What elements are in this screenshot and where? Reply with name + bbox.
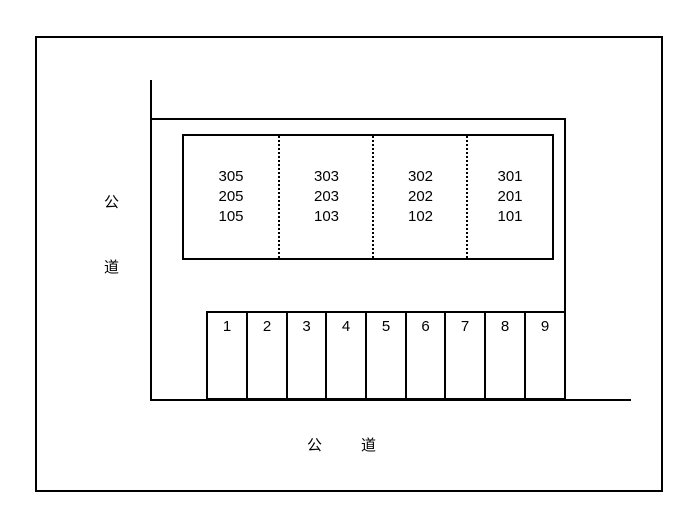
- unit-column: 305 205 105: [184, 136, 278, 258]
- unit-number: 203: [313, 188, 340, 205]
- diagram-frame: [35, 36, 663, 492]
- unit-column: 301 201 101: [468, 136, 552, 258]
- parking-slot-number: 1: [222, 318, 232, 335]
- parking-slot: 3: [286, 311, 327, 400]
- site-boundary-top: [150, 118, 566, 120]
- unit-number: 102: [407, 208, 434, 225]
- parking-slot-number: 6: [421, 318, 430, 335]
- unit-divider: [372, 136, 374, 258]
- unit-number: 103: [313, 208, 340, 225]
- parking-slot-number: 9: [540, 318, 550, 335]
- left-road-label-char2: 道: [104, 258, 120, 276]
- left-road-label-char1: 公: [104, 193, 120, 211]
- unit-number: 202: [407, 188, 434, 205]
- unit-number: 303: [313, 168, 340, 185]
- parking-slot-number: 4: [341, 318, 351, 335]
- unit-divider: [278, 136, 280, 258]
- parking-slot: 8: [484, 311, 526, 400]
- unit-divider: [466, 136, 468, 258]
- parking-slot: 5: [365, 311, 407, 400]
- unit-number: 101: [497, 208, 523, 225]
- parking-slot-number: 8: [500, 318, 510, 335]
- parking-slot: 7: [444, 311, 486, 400]
- parking-slot: 1: [206, 311, 248, 400]
- parking-slot: 2: [246, 311, 288, 400]
- parking-slot-number: 5: [381, 318, 391, 335]
- unit-number: 201: [497, 188, 523, 205]
- road-edge-bottom: [150, 399, 631, 401]
- unit-number: 301: [497, 168, 523, 185]
- unit-number: 205: [218, 188, 244, 205]
- parking-slot-number: 3: [302, 318, 311, 335]
- bottom-road-label-char1: 公: [307, 436, 323, 454]
- parking-slot-number: 2: [262, 318, 272, 335]
- site-boundary-left: [150, 80, 152, 401]
- parking-slot: 9: [524, 311, 566, 400]
- parking-slot: 6: [405, 311, 446, 400]
- site-boundary-right: [564, 118, 566, 401]
- unit-column: 302 202 102: [374, 136, 467, 258]
- parking-slot: 4: [325, 311, 367, 400]
- unit-number: 105: [218, 208, 244, 225]
- unit-number: 305: [218, 168, 244, 185]
- apartment-building: 305 205 105 303 203 103 302 202 102 301 …: [182, 134, 554, 260]
- parking-slot-number: 7: [460, 318, 470, 335]
- bottom-road-label-char2: 道: [361, 436, 377, 454]
- unit-column: 303 203 103: [280, 136, 373, 258]
- unit-number: 302: [407, 168, 434, 185]
